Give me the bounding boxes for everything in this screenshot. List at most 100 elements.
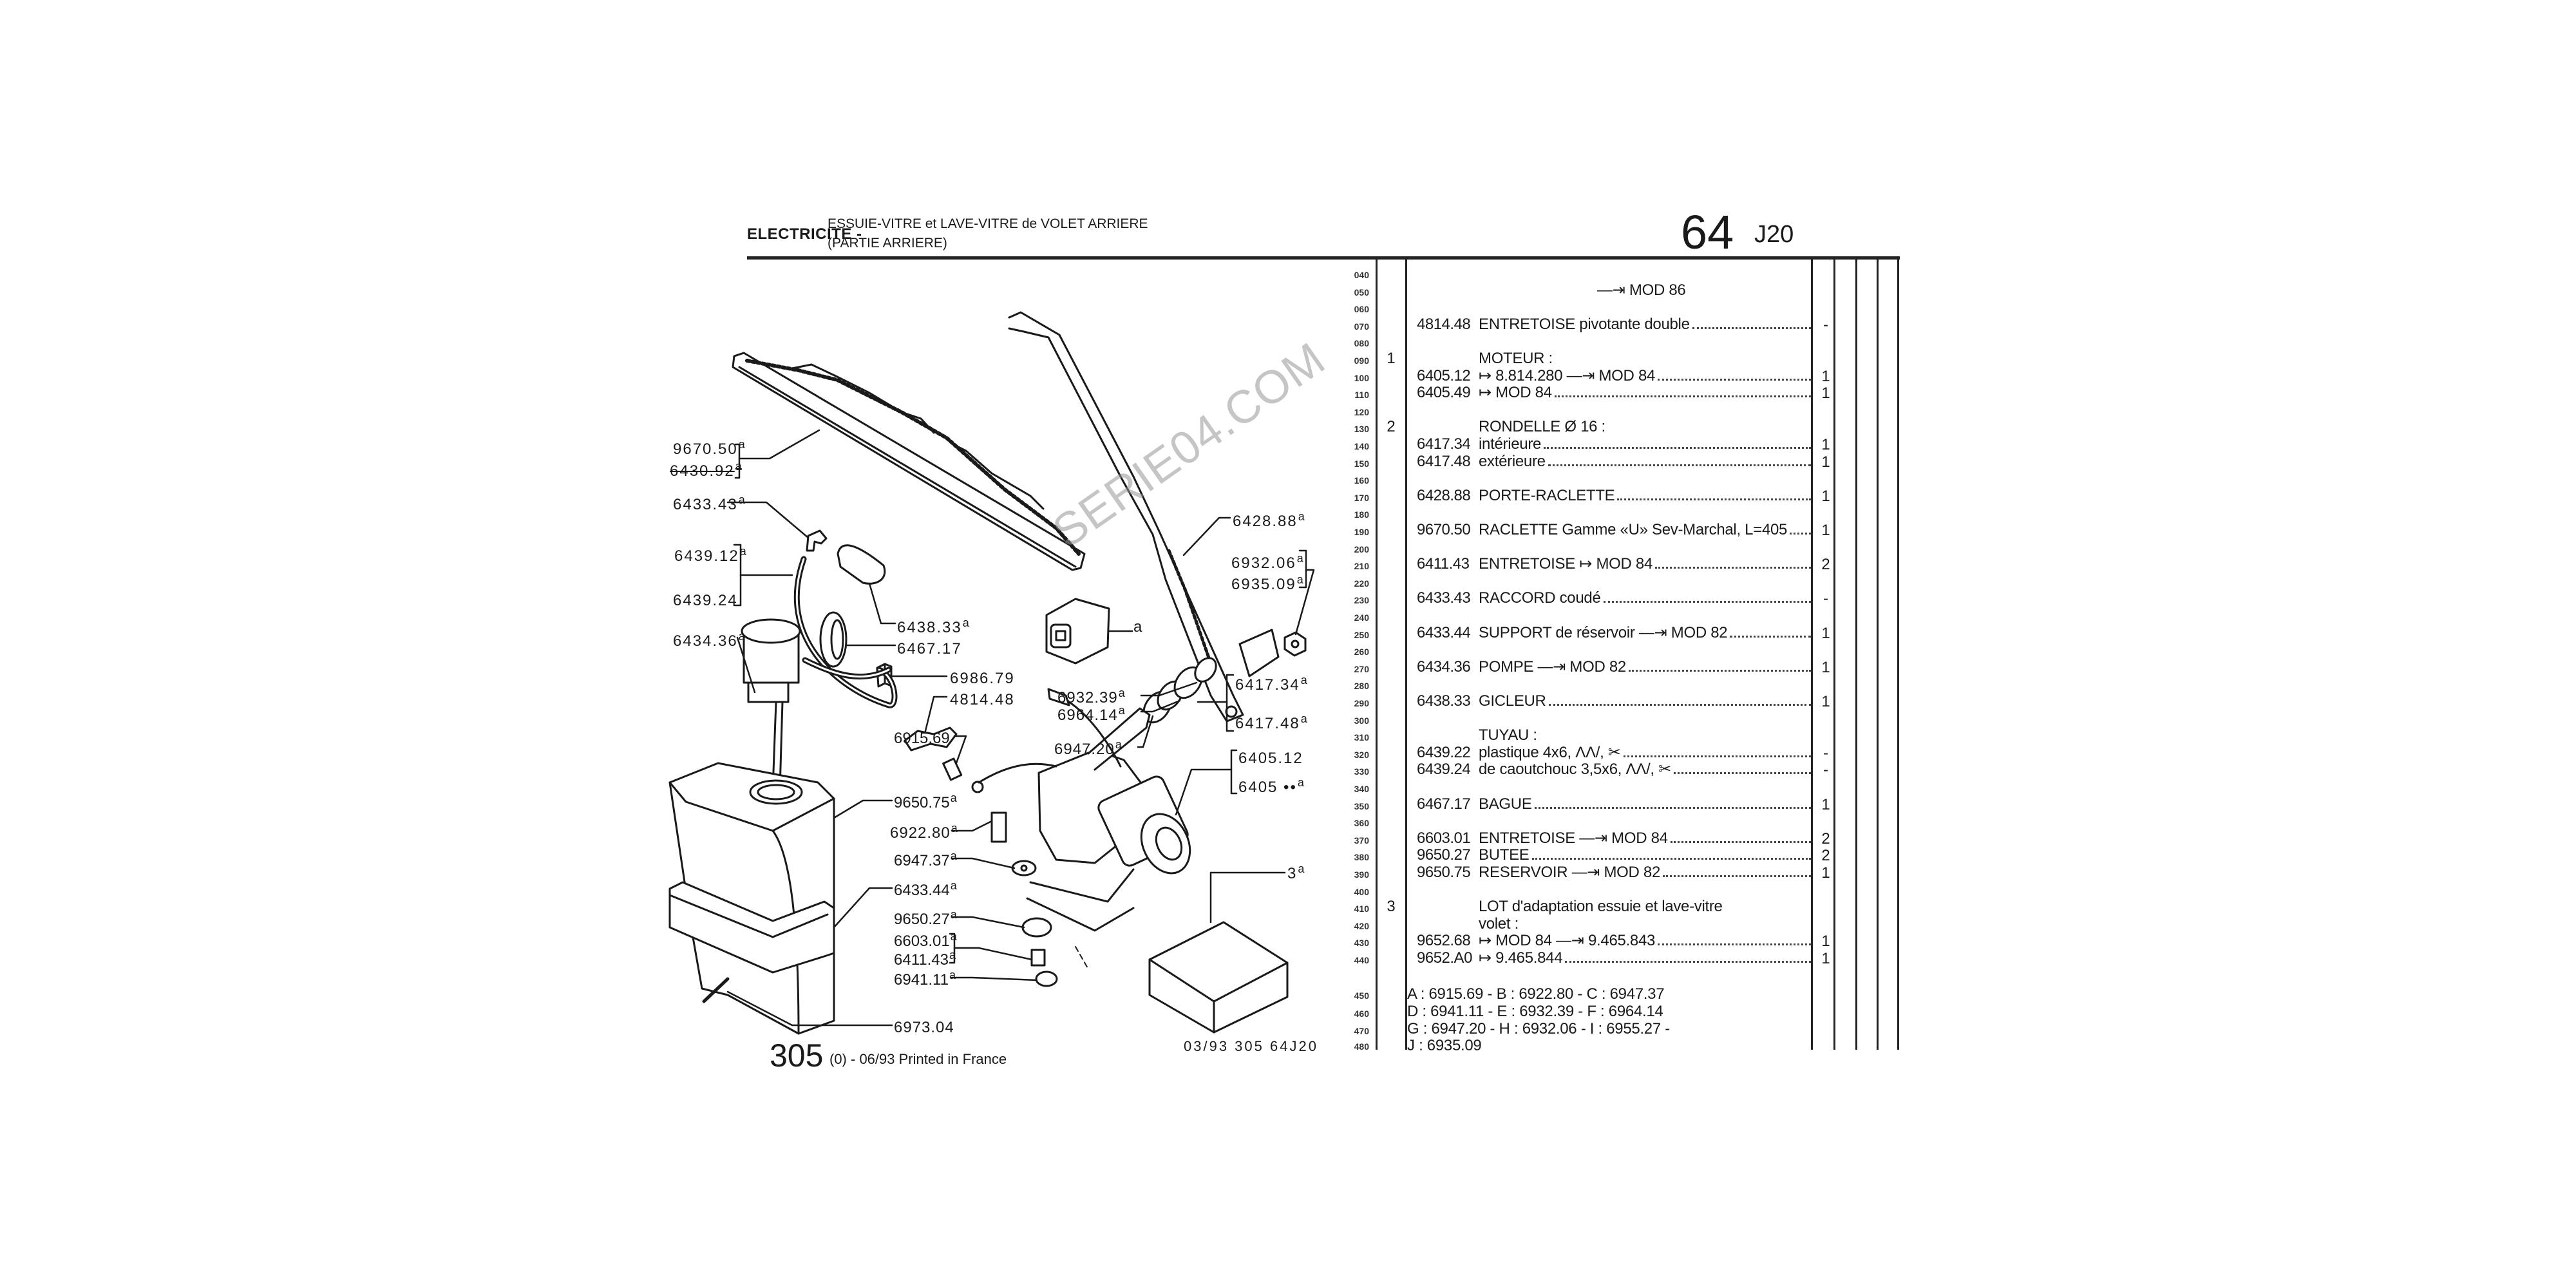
grommet-drawing bbox=[819, 611, 848, 668]
line-number: 300 bbox=[1354, 715, 1369, 726]
line-number: 210 bbox=[1354, 561, 1369, 572]
line-number: 350 bbox=[1354, 800, 1369, 811]
part-label: 6405.12 bbox=[1238, 750, 1303, 767]
part-reference: 6411.43 bbox=[1417, 555, 1470, 573]
reservoir-drawing bbox=[668, 762, 835, 1035]
part-label: 6439.24 bbox=[673, 592, 738, 609]
line-number: 340 bbox=[1354, 784, 1369, 794]
table-row: 6417.34 intérieure bbox=[1378, 436, 1812, 453]
leader-lines bbox=[726, 429, 1315, 1027]
table-row: TUYAU : bbox=[1378, 727, 1812, 744]
reference-note: D : 6941.11 - E : 6932.39 - F : 6964.14 bbox=[1407, 1003, 1663, 1020]
part-label: 6411.43a bbox=[894, 949, 956, 969]
washer-drawing bbox=[1011, 860, 1037, 876]
line-number: 400 bbox=[1354, 886, 1369, 897]
line-number: 140 bbox=[1354, 441, 1369, 451]
dotted-leader bbox=[1548, 704, 1811, 706]
part-reference: 6428.88 bbox=[1417, 486, 1471, 504]
dotted-leader bbox=[1623, 755, 1811, 757]
line-number: 080 bbox=[1354, 338, 1369, 349]
table-row: 6405.49↦ MOD 84 bbox=[1378, 384, 1812, 401]
quantity: - bbox=[1823, 761, 1828, 779]
line-number: 420 bbox=[1354, 920, 1369, 931]
quantity: 1 bbox=[1821, 693, 1830, 710]
table-row: 6439.24 de caoutchouc 3,5x6, ΛΛ/, ✂ bbox=[1378, 761, 1812, 778]
dotted-leader bbox=[1544, 447, 1811, 449]
line-number: 230 bbox=[1354, 595, 1369, 606]
quantity: 1 bbox=[1821, 795, 1830, 813]
part-reference: 6417.48 bbox=[1417, 452, 1471, 470]
line-number: 070 bbox=[1354, 321, 1369, 332]
part-description: POMPE —⇥ MOD 82 bbox=[1479, 658, 1626, 676]
quantity: 1 bbox=[1821, 436, 1830, 453]
part-label: 6986.79 bbox=[950, 670, 1015, 687]
reservoir-bracket-drawing bbox=[668, 881, 835, 974]
nut-drawing bbox=[1283, 631, 1307, 657]
part-reference: 4814.48 bbox=[1417, 315, 1471, 333]
reference-note: G : 6947.20 - H : 6932.06 - I : 6955.27 … bbox=[1407, 1020, 1670, 1037]
line-number: 060 bbox=[1354, 304, 1369, 315]
part-reference: 6438.33 bbox=[1417, 692, 1471, 710]
spacer-small-drawing bbox=[1030, 949, 1046, 967]
line-number: 430 bbox=[1354, 938, 1369, 949]
part-reference: 6433.43 bbox=[1417, 589, 1471, 607]
table-row: 6411.43 ENTRETOISE ↦ MOD 84 bbox=[1378, 556, 1812, 573]
page-title-line1: ESSUIE-VITRE et LAVE-VITRE de VOLET ARRI… bbox=[828, 216, 1148, 231]
connector-drawing bbox=[1045, 598, 1110, 665]
line-number: 170 bbox=[1354, 492, 1369, 503]
item-number: 1 bbox=[1387, 350, 1396, 367]
quantity: 1 bbox=[1821, 864, 1830, 882]
quantity: 1 bbox=[1821, 658, 1830, 676]
table-divider bbox=[1833, 258, 1835, 1050]
dotted-leader bbox=[1790, 533, 1811, 535]
part-description: RACLETTE Gamme «U» Sev-Marchal, L=405 bbox=[1479, 521, 1788, 538]
footer-page-number: 305 bbox=[770, 1037, 824, 1074]
part-description: SUPPORT de réservoir —⇥ MOD 82 bbox=[1479, 623, 1728, 641]
line-number: 160 bbox=[1354, 475, 1369, 486]
table-row: volet : bbox=[1378, 915, 1812, 933]
part-label: 6922.80a bbox=[890, 822, 958, 842]
part-label: 6417.48a bbox=[1235, 712, 1307, 732]
part-description: ↦ MOD 84 —⇥ 9.465.843 bbox=[1479, 932, 1656, 950]
quantity: - bbox=[1823, 744, 1828, 762]
quantity: 1 bbox=[1821, 950, 1830, 967]
dotted-leader bbox=[1673, 772, 1811, 775]
header-rule bbox=[747, 256, 1900, 260]
quantity: 1 bbox=[1821, 624, 1830, 642]
quantity: - bbox=[1823, 590, 1828, 608]
page-title-line2: (PARTIE ARRIERE) bbox=[828, 236, 947, 251]
dotted-leader bbox=[1554, 395, 1811, 398]
part-description: TUYAU : bbox=[1479, 726, 1537, 744]
part-label: 6935.09a bbox=[1231, 573, 1303, 593]
part-description: ENTRETOISE ↦ MOD 84 bbox=[1479, 555, 1653, 573]
line-number: 220 bbox=[1354, 578, 1369, 589]
part-reference: 9670.50 bbox=[1417, 521, 1471, 538]
part-label: 6915.69 bbox=[894, 730, 950, 747]
part-label-superseded: 6430.92a bbox=[670, 460, 742, 480]
dotted-leader bbox=[1658, 378, 1811, 381]
table-divider bbox=[1855, 258, 1857, 1050]
part-description: RONDELLE Ø 16 : bbox=[1479, 418, 1605, 436]
part-description: LOT d'adaptation essuie et lave-vitre bbox=[1479, 898, 1723, 916]
part-label: 6947.20a bbox=[1054, 738, 1122, 758]
line-number: 040 bbox=[1354, 270, 1369, 280]
table-divider bbox=[1897, 258, 1899, 1050]
quantity: 1 bbox=[1821, 453, 1830, 471]
line-number: 050 bbox=[1354, 287, 1369, 298]
dotted-leader bbox=[1534, 806, 1811, 809]
table-row: 9670.50 RACLETTE Gamme «U» Sev-Marchal, L… bbox=[1378, 522, 1812, 538]
line-number: 190 bbox=[1354, 527, 1369, 537]
part-description: extérieure bbox=[1479, 452, 1546, 470]
part-label: 6467.17 bbox=[897, 640, 962, 658]
part-label: 6433.43a bbox=[673, 493, 745, 513]
part-description: intérieure bbox=[1479, 435, 1542, 453]
nozzle-drawing bbox=[837, 544, 886, 585]
part-reference: 9650.75 bbox=[1417, 864, 1471, 881]
